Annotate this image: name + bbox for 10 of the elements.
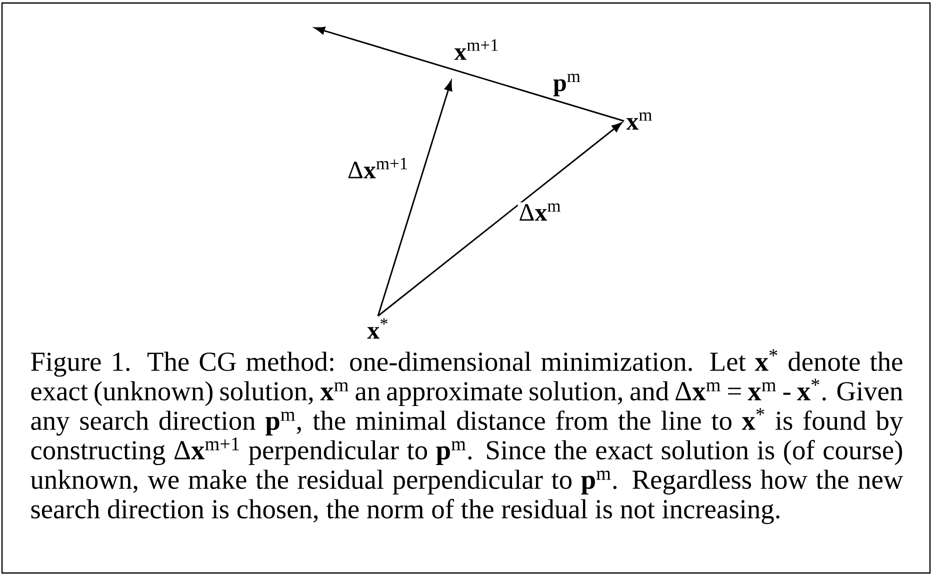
- edge-label: Δx$^{m+1}$: [346, 156, 410, 180]
- arrow: [377, 80, 452, 316]
- edge-label: Δx$^{m}$: [518, 202, 562, 222]
- arrow: [378, 122, 622, 317]
- edge-label: p$^{m}$: [552, 72, 582, 98]
- figure-caption: Figure 1. The CG method: one-dimensional minimization. Let x$^{*}$ denote the exact (unknown) solution, x$^{m}$ an approximate solution, and Δx$^{m}$ = x$^{m}$ - x$^{*}$. Given any search direction p$^{m}$, the minimal distance from the line to x$^{*}$ is found by constructing Δx$^{m+1}$ perpendicular to p$^{m}$. Since the exact solution is (of course) unknown, we make the residual perpendicular to p$^{m}$. Regardless how the new search direction is chosen, the norm of the residual is not increasing.: [30, 349, 904, 524]
- point-label: x$^{*}$: [367, 318, 388, 339]
- point-label: x$^{m+1}$: [454, 39, 498, 60]
- arrow: [314, 26, 624, 122]
- point-label: x$^{m}$: [626, 112, 652, 130]
